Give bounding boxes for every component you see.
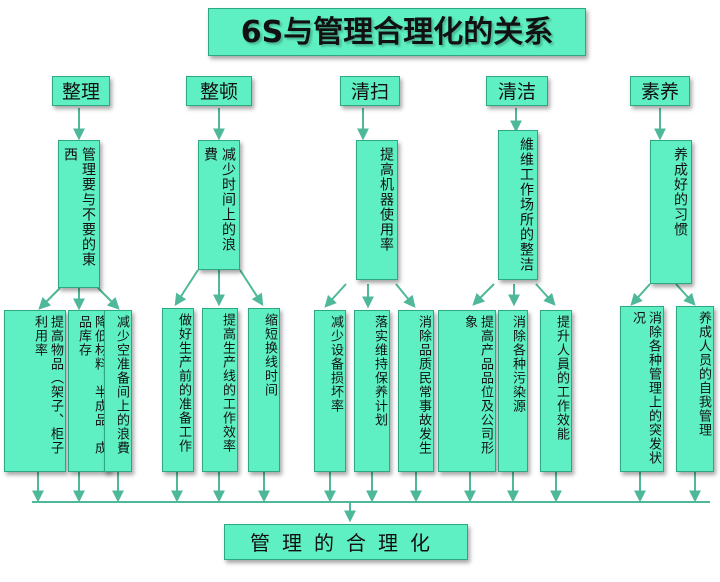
result-zhengli-1: 提高物品（架子、柜子利用率 [4,310,66,472]
result-zhengdun-1: 做好生产前的准备工作 [162,308,194,472]
category-qingsao: 清扫 [340,76,400,106]
category-suyang: 素养 [630,76,690,106]
purpose-suyang: 养成好的习惯 [650,140,692,284]
purpose-zhengdun: 减少时间上的浪費 [198,140,240,270]
diagram-title: 6S与管理合理化的关系 [208,8,586,56]
result-zhengli-3: 减少空准备间上的浪費 [104,310,132,472]
category-zhengli: 整理 [52,76,110,106]
result-suyang-2: 养成人员的自我管理 [676,306,714,472]
result-zhengdun-3: 缩短换线时间 [248,308,280,472]
result-zhengli-2: 降低材料、半成品、成品库存 [68,310,110,472]
category-zhengdun: 整顿 [186,76,252,106]
purpose-qingsao: 提高机器使用率 [356,140,398,280]
result-qingsao-1: 减少设备损坏率 [314,310,346,472]
conclusion-box: 管理的合理化 [224,524,468,560]
result-qingsao-2: 落实维持保养计划 [354,310,390,472]
result-qingjie-3: 提升人員的工作效能 [540,310,572,472]
result-suyang-1: 消除各种管理上的突发状况 [620,306,664,472]
result-qingjie-1: 提高产品品位及公司形象 [438,310,496,472]
result-zhengdun-2: 提高生产线的工作效率 [202,308,238,472]
purpose-qingjie: 維维工作场所的整洁 [498,130,538,280]
result-qingjie-2: 消除各种污染源 [498,310,528,472]
result-qingsao-3: 消除品质民常事故发生 [398,310,434,472]
category-qingjie: 清洁 [486,76,548,106]
purpose-zhengli: 管理要与不要的東西 [58,140,100,288]
